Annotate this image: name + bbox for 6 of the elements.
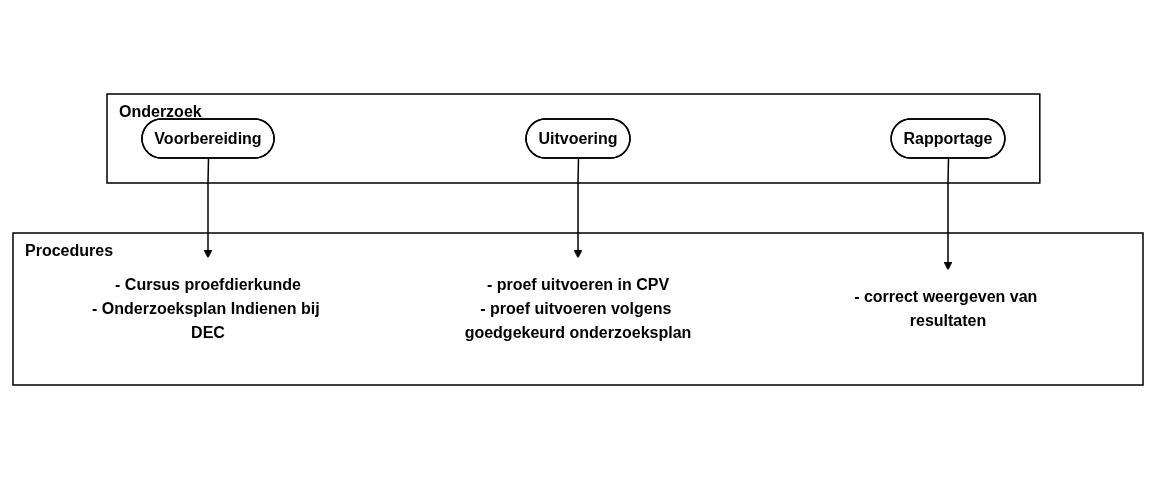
node-text: - correct weergeven van resultaten bbox=[854, 287, 1038, 329]
node-text: - proef uitvoeren in CPV - proef uitvoeren volgens goedgekeurd onderzoeksplan bbox=[464, 275, 692, 341]
arrow bbox=[203, 157, 213, 258]
node-text: - Cursus proefdierkunde - Onderzoeksplan Indienen bij DEC bbox=[91, 275, 320, 341]
arrow bbox=[943, 157, 953, 270]
arrow bbox=[573, 157, 583, 258]
